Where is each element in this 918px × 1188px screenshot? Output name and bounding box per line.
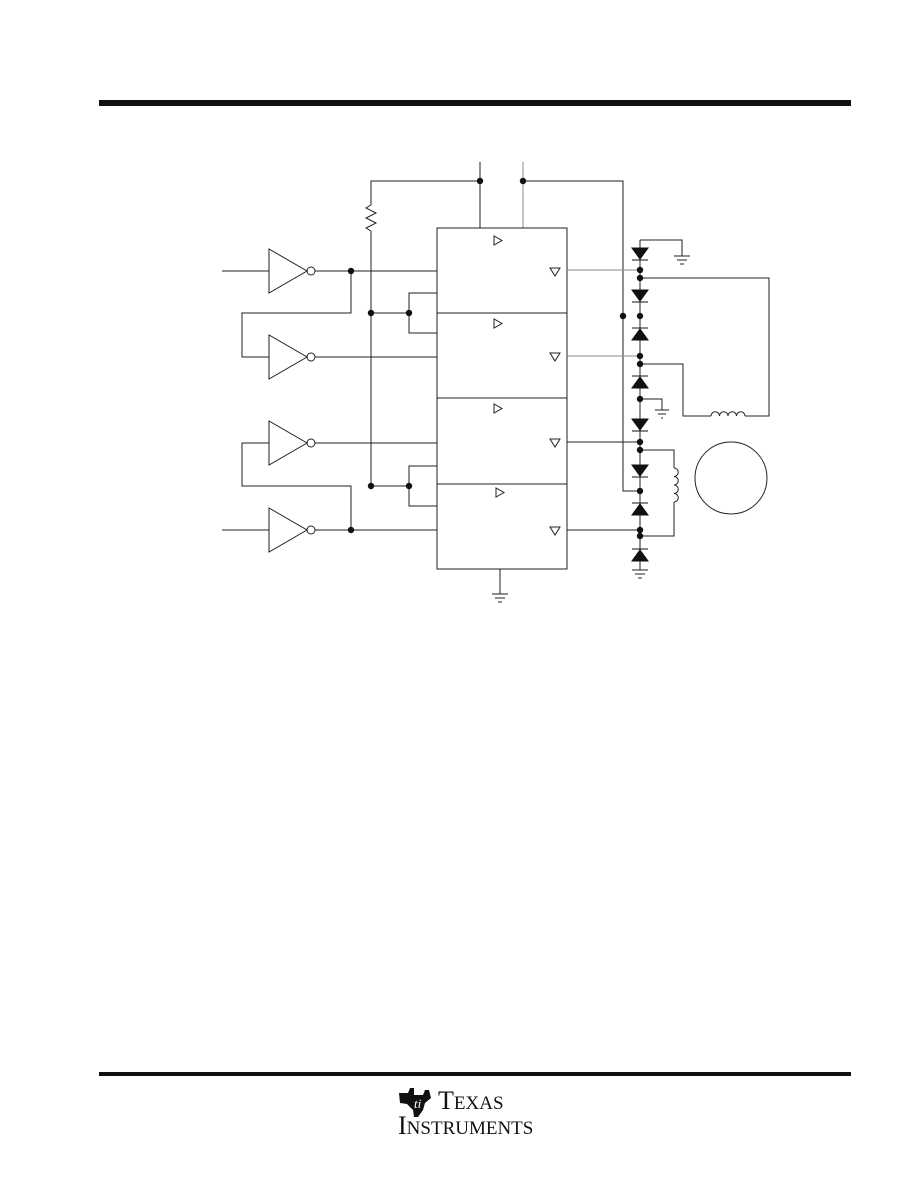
brand-line-2: INSTRUMENTS <box>398 1111 534 1140</box>
winding-2-coil <box>673 467 679 503</box>
clamp-ground-top-wire <box>640 239 683 256</box>
channel-2-input-triangle <box>493 318 504 329</box>
inverter-1-bubble <box>306 266 316 276</box>
footer-rule <box>99 1072 851 1076</box>
enable-1-wire <box>408 292 437 313</box>
inverter-4-bubble <box>306 525 316 535</box>
inverter-3 <box>268 420 308 466</box>
pullup-resistor-top-wire <box>370 180 480 205</box>
enable-3-wire <box>408 465 437 486</box>
diode-1 <box>631 247 649 260</box>
inverter-3-feedback-wire <box>241 442 352 530</box>
diode-3 <box>631 328 649 341</box>
inverter-2 <box>268 334 308 380</box>
winding-1-coil <box>710 411 746 417</box>
clamp-ground-mid-wire <box>640 398 663 410</box>
vcc2-to-clamp-wire <box>523 180 640 492</box>
channel-4-output-triangle <box>549 526 561 536</box>
diode-8 <box>631 549 649 562</box>
svg-text:ti: ti <box>414 1096 422 1111</box>
clamp-diodes <box>631 247 649 562</box>
texas-instruments-logo: ti TEXAS INSTRUMENTS <box>396 1086 556 1142</box>
enable-bus-wire <box>370 231 409 487</box>
diode-6 <box>631 464 649 477</box>
diode-7 <box>631 503 649 516</box>
inverter-2-feedback-wire <box>241 271 352 358</box>
winding-1-left-wire <box>640 363 711 417</box>
pullup-resistor <box>364 204 378 232</box>
channel-1-output-triangle <box>549 267 561 277</box>
channel-3-input-triangle <box>493 403 504 414</box>
diode-4 <box>631 376 649 389</box>
winding-1-top-wire <box>640 277 770 417</box>
brand-line-1: TEXAS <box>438 1086 504 1115</box>
junction-dots <box>347 177 644 540</box>
header-rule <box>99 100 851 106</box>
inverter-1 <box>268 248 308 294</box>
ti-logo-icon: ti <box>399 1088 431 1117</box>
diode-2 <box>631 289 649 302</box>
channel-1-input-triangle <box>493 235 504 246</box>
channel-4-input-triangle <box>495 487 506 498</box>
winding-2-top-wire <box>640 449 675 468</box>
winding-2-bottom-wire <box>640 502 675 537</box>
diode-5 <box>631 418 649 431</box>
inverter-3-bubble <box>306 438 316 448</box>
enable-4-wire <box>408 486 437 507</box>
stepper-motor <box>694 441 768 515</box>
inverter-4 <box>268 507 308 553</box>
enable-2-wire <box>408 313 437 334</box>
channel-2-output-triangle <box>549 352 561 362</box>
channel-3-output-triangle <box>549 438 561 448</box>
inverter-2-bubble <box>306 352 316 362</box>
